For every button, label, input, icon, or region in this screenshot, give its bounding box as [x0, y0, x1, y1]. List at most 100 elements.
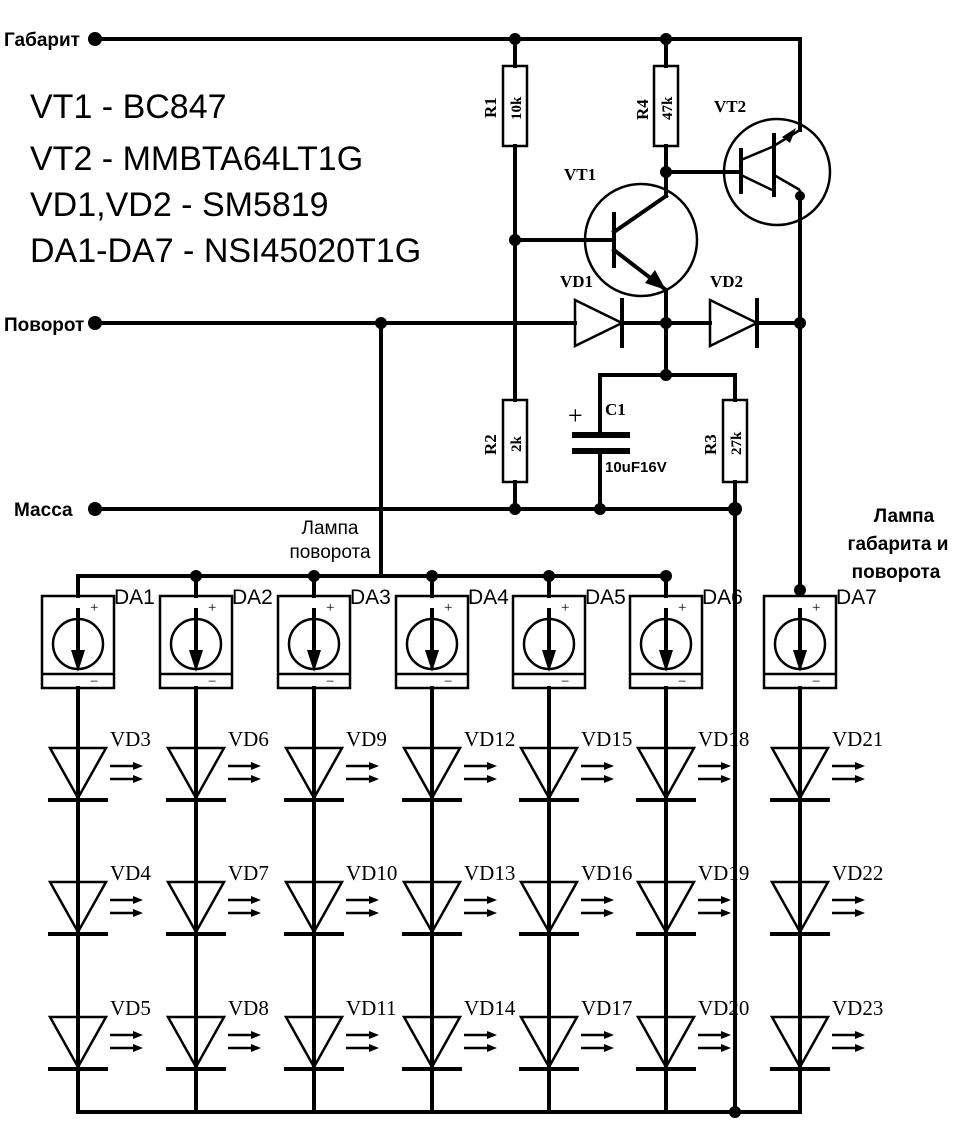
emission-arrow-head	[251, 909, 261, 917]
diode-vd1: VD1	[560, 272, 712, 349]
vt1-label: VT1	[564, 165, 596, 184]
current-arrow-head	[307, 650, 321, 672]
capacitor-c1: + C1 10uF16V	[568, 373, 668, 511]
emission-arrow-head	[487, 762, 497, 770]
led-triangle	[769, 1015, 831, 1070]
current-driver: +−DA5	[511, 586, 626, 690]
led-triangle	[518, 746, 580, 801]
emission-arrow-head	[133, 909, 143, 917]
led-label: VD15	[581, 727, 632, 751]
emission-arrow-head	[604, 762, 614, 770]
parts-list-line: VT2 - MMBTA64LT1G	[30, 140, 363, 178]
current-driver: +−DA7	[762, 586, 877, 690]
current-arrow-head	[659, 650, 673, 672]
junction-dot	[190, 570, 202, 582]
emission-arrow-head	[721, 1031, 731, 1039]
led: VD10	[283, 861, 397, 936]
vt2-label: VT2	[714, 97, 746, 116]
led: VD3	[47, 727, 151, 802]
current-arrow-head	[793, 650, 807, 672]
label-lamp-side: Лампа габарита и поворота	[848, 506, 949, 583]
led-triangle	[47, 1015, 109, 1070]
led-triangle	[635, 1015, 697, 1070]
driver-label: DA5	[585, 586, 626, 609]
led: VD7	[165, 861, 269, 936]
emission-arrow-head	[855, 1044, 865, 1052]
led-triangle	[518, 880, 580, 935]
resistor-r3: R3 27k	[664, 373, 749, 511]
led-triangle	[635, 880, 697, 935]
emission-arrow-head	[487, 1044, 497, 1052]
led-triangle	[165, 1015, 227, 1070]
led-label: VD3	[110, 727, 151, 751]
led-label: VD23	[832, 996, 883, 1020]
current-driver: +−DA4	[394, 586, 509, 690]
led: VD14	[401, 996, 516, 1071]
emission-arrow-head	[251, 1031, 261, 1039]
led-columns: +−DA1VD3VD4VD5+−DA2VD6VD7VD8+−DA3VD9VD10…	[40, 570, 883, 1114]
diode-vd2: VD2	[708, 272, 806, 349]
svg-text:Лампа: Лампа	[874, 506, 935, 527]
driver-minus-mark: −	[326, 674, 334, 690]
led-label: VD22	[832, 861, 883, 885]
led: VD4	[47, 861, 151, 936]
led-triangle	[401, 1015, 463, 1070]
emission-arrow-head	[133, 762, 143, 770]
led: VD20	[635, 996, 749, 1071]
svg-text:поворота: поворота	[852, 562, 941, 583]
net-label-gabarit: Габарит	[4, 30, 80, 51]
driver-minus-mark: −	[208, 674, 216, 690]
led-label: VD8	[228, 996, 269, 1020]
led-label: VD4	[110, 861, 151, 885]
vd2-label: VD2	[710, 272, 743, 291]
emission-arrow-head	[133, 1031, 143, 1039]
led-label: VD13	[464, 861, 515, 885]
led-label: VD6	[228, 727, 269, 751]
led-label: VD17	[581, 996, 632, 1020]
net-label-massa: Масса	[14, 500, 73, 521]
led-label: VD5	[110, 996, 151, 1020]
led: VD19	[635, 861, 749, 936]
driver-minus-mark: −	[90, 674, 98, 690]
led: VD21	[769, 727, 883, 802]
label-lamp-turn: Лампа поворота	[289, 518, 371, 563]
driver-plus-mark: +	[444, 600, 452, 616]
led-triangle	[165, 880, 227, 935]
junction-dot	[543, 570, 555, 582]
driver-minus-mark: −	[678, 674, 686, 690]
current-driver: +−DA2	[158, 586, 273, 690]
emission-arrow-head	[369, 1044, 379, 1052]
led-triangle	[47, 746, 109, 801]
driver-plus-mark: +	[326, 600, 334, 616]
emission-arrow-head	[487, 1031, 497, 1039]
current-arrow-head	[425, 650, 439, 672]
emission-arrow-head	[721, 896, 731, 904]
led-label: VD18	[698, 727, 749, 751]
led-triangle	[769, 880, 831, 935]
led: VD23	[769, 996, 883, 1071]
r1-value: 10k	[509, 96, 525, 120]
led-label: VD12	[464, 727, 515, 751]
led-triangle	[401, 880, 463, 935]
led: VD13	[401, 861, 515, 936]
svg-text:габарита и: габарита и	[848, 534, 949, 555]
led-label: VD7	[228, 861, 269, 885]
emission-arrow-head	[487, 909, 497, 917]
led-triangle	[401, 746, 463, 801]
led-label: VD21	[832, 727, 883, 751]
led-triangle	[165, 746, 227, 801]
current-arrow-head	[71, 650, 85, 672]
led-label: VD14	[464, 996, 516, 1020]
led: VD6	[165, 727, 269, 802]
emission-arrow-head	[855, 896, 865, 904]
emission-arrow-head	[721, 762, 731, 770]
parts-list-line: VD1,VD2 - SM5819	[30, 186, 329, 224]
driver-label: DA1	[114, 586, 155, 609]
led: VD9	[283, 727, 387, 802]
junction-dot	[660, 570, 672, 582]
